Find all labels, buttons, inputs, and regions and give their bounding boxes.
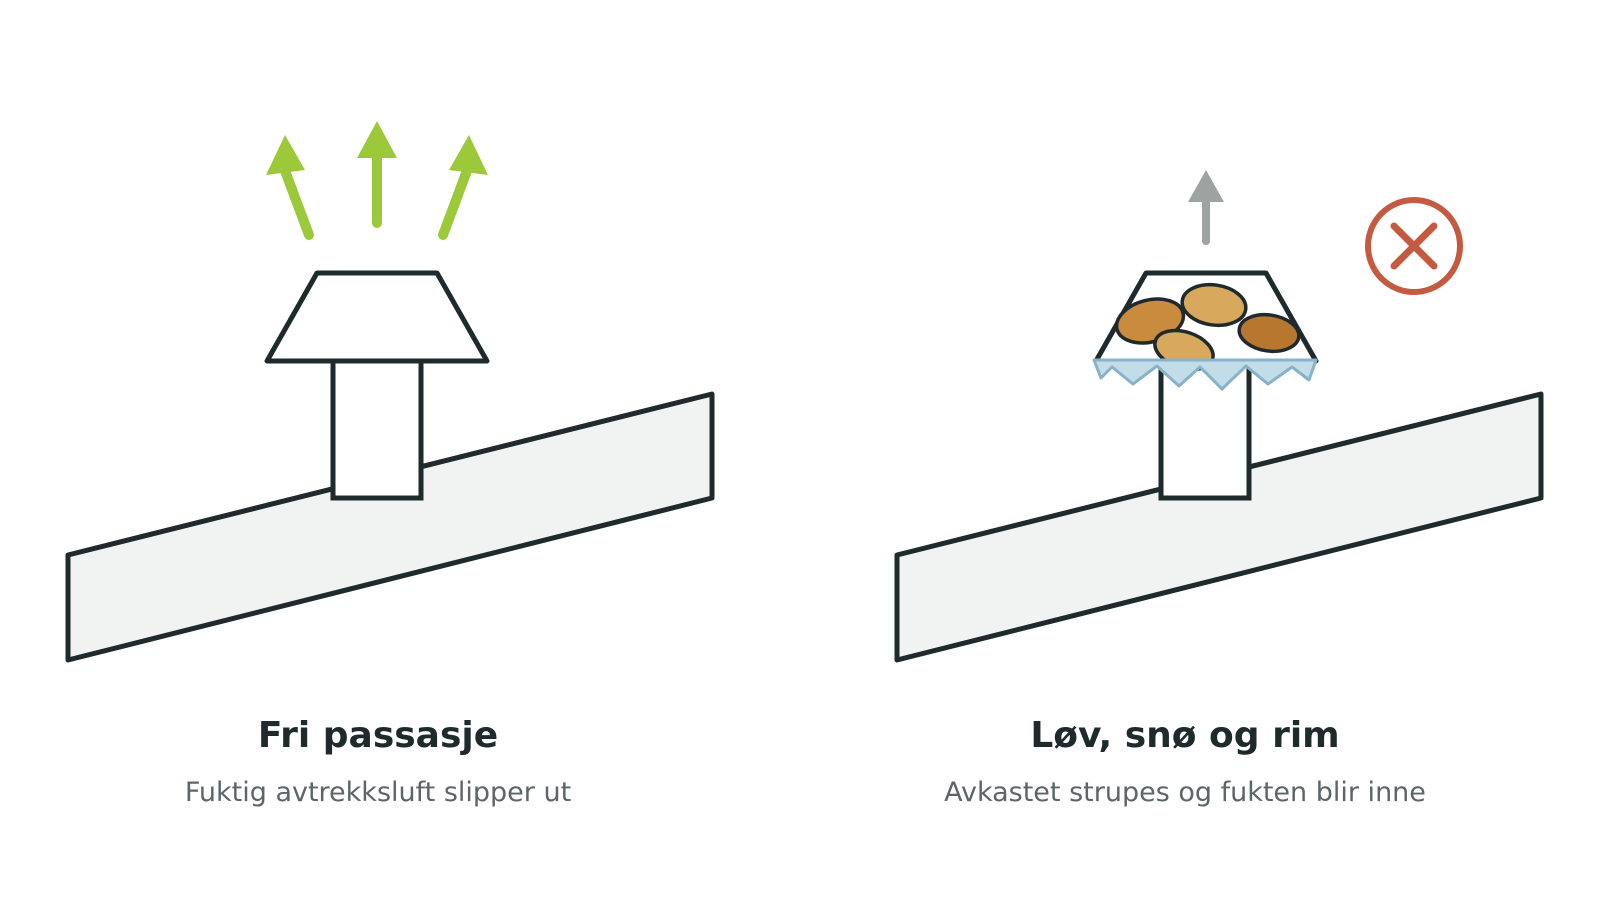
panel-blocked bbox=[894, 170, 1544, 663]
vent-pipe bbox=[330, 357, 424, 501]
x-circle-icon bbox=[1365, 197, 1463, 295]
frost-fringe bbox=[1092, 358, 1318, 391]
panel-title: Løv, snø og rim bbox=[1030, 715, 1340, 756]
leaf bbox=[1237, 312, 1301, 354]
panel-subtitle: Fuktig avtrekksluft slipper ut bbox=[184, 777, 572, 808]
leaf bbox=[1180, 282, 1248, 328]
leaves bbox=[1114, 282, 1301, 372]
airflow-arrows bbox=[266, 121, 488, 240]
roof-slab bbox=[65, 391, 715, 663]
vent-cap bbox=[264, 270, 490, 364]
arrow-up-icon bbox=[357, 121, 397, 228]
roof-slab bbox=[894, 391, 1544, 663]
arrow-up-icon bbox=[1188, 170, 1224, 245]
arrow-up-icon bbox=[438, 135, 488, 240]
panel-subtitle: Avkastet strupes og fukten blir inne bbox=[944, 777, 1426, 808]
panel-title: Fri passasje bbox=[257, 715, 499, 756]
arrow-up-icon bbox=[266, 135, 314, 240]
panel-free-passage bbox=[65, 121, 715, 663]
